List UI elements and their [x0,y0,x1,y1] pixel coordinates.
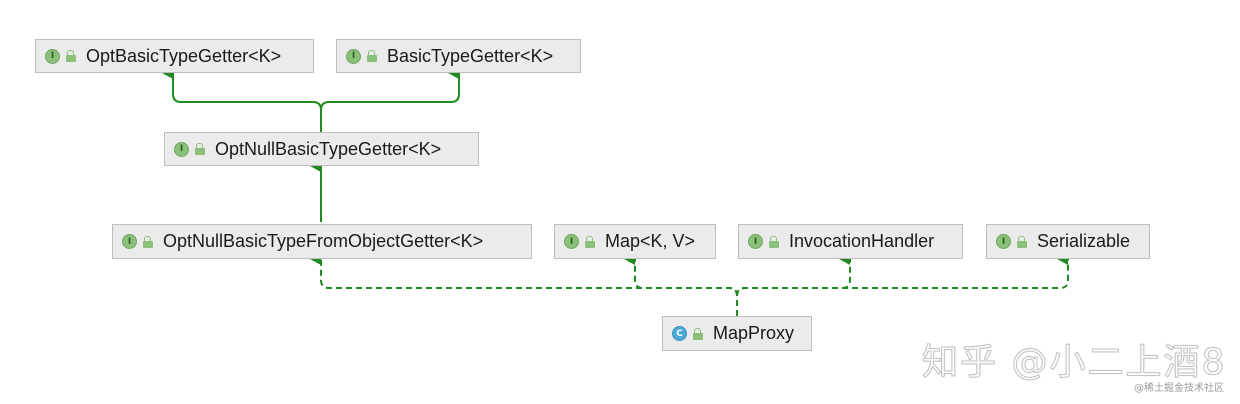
interface-icon: I [996,234,1011,249]
public-visibility-icon [693,327,703,341]
node-label: InvocationHandler [789,231,935,251]
class-icon: C [672,326,687,341]
edge-optnull-to-basic [320,67,460,111]
node-label: OptBasicTypeGetter<K> [86,45,282,66]
interface-icon: I [346,48,361,64]
node-invocation-handler[interactable]: I InvocationHandler [738,224,963,259]
node-map-proxy[interactable]: C MapProxy [662,316,812,351]
public-visibility-icon [195,142,205,156]
node-label: OptNullBasicTypeGetter<K> [215,138,442,159]
edge-mapproxy-to-map [624,253,738,297]
public-visibility-icon [143,235,153,249]
node-opt-null-basic-type-from-object-getter[interactable]: I OptNullBasicTypeFromObjectGetter<K> [112,224,532,259]
node-label: Map<K, V> [605,231,696,251]
edge-mapproxy-to-invocationhandler [736,253,851,297]
node-label: MapProxy [713,323,795,343]
interface-icon: I [748,234,763,249]
watermark-juejin: @稀土掘金技术社区 [1134,383,1224,394]
node-basic-type-getter[interactable]: I BasicTypeGetter<K> [336,39,581,73]
node-label: OptNullBasicTypeFromObjectGetter<K> [163,231,484,251]
interface-icon: I [122,234,137,249]
node-label: BasicTypeGetter<K> [387,45,554,66]
interface-icon: I [174,141,189,157]
node-serializable[interactable]: I Serializable [986,224,1150,259]
public-visibility-icon [1017,235,1027,249]
interface-icon: I [564,234,579,249]
node-opt-null-basic-type-getter[interactable]: I OptNullBasicTypeGetter<K> [164,132,479,166]
public-visibility-icon [66,49,76,63]
public-visibility-icon [367,49,377,63]
watermark-zhihu: 知乎 @小二上酒8 [921,342,1227,384]
edge-optnull-to-optbasic [162,67,322,132]
node-opt-basic-type-getter[interactable]: I OptBasicTypeGetter<K> [35,39,314,73]
edge-mapproxy-to-serializable [736,253,1069,297]
edge-mapproxy-to-fromobject [310,253,738,316]
interface-icon: I [45,48,60,64]
node-map[interactable]: I Map<K, V> [554,224,716,259]
node-label: Serializable [1037,231,1131,251]
public-visibility-icon [769,235,779,249]
public-visibility-icon [585,235,595,249]
